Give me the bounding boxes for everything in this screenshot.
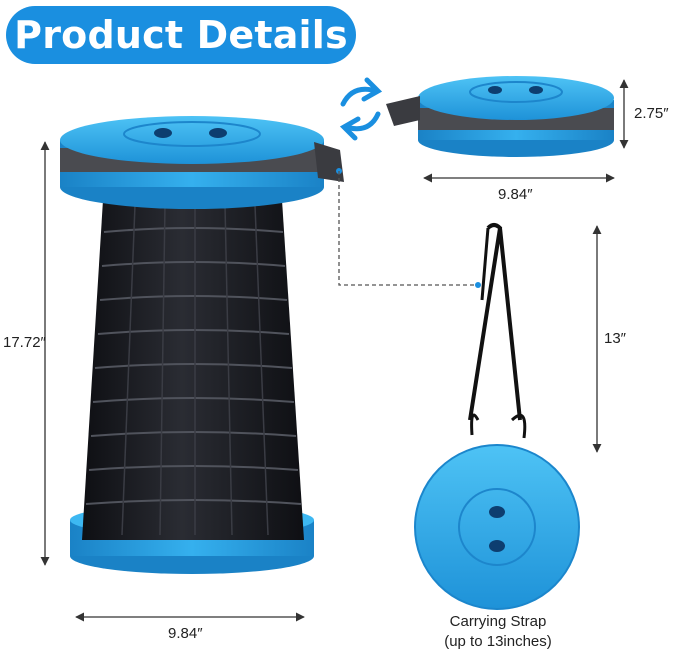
seat-hole-right	[209, 128, 227, 138]
collapsed-width-label: 9.84″	[498, 186, 533, 203]
strap-tab	[314, 142, 344, 182]
stool-body-panels	[121, 204, 269, 536]
stool-seat-top	[60, 116, 324, 164]
strap-caption-line2: (up to 13inches)	[444, 633, 552, 650]
strap-caption: Carrying Strap (up to 13inches)	[418, 612, 578, 652]
collapsed-stool	[386, 76, 614, 157]
strap-caption-line1: Carrying Strap	[449, 613, 547, 630]
page-title: Product Details	[14, 13, 348, 57]
collapsed-height-label: 2.75″	[634, 105, 669, 122]
seat-hole-left	[154, 128, 172, 138]
stool-body-ribs	[85, 227, 302, 505]
extended-height-label: 17.72″	[3, 334, 46, 351]
strap-length-label: 13″	[604, 330, 626, 347]
extended-width-label: 9.84″	[168, 625, 203, 642]
stool-body	[82, 200, 304, 540]
extended-stool	[60, 116, 344, 574]
page-title-banner: Product Details	[6, 6, 356, 64]
carrying-strap	[336, 168, 580, 610]
rotate-arrows-icon	[339, 77, 383, 141]
